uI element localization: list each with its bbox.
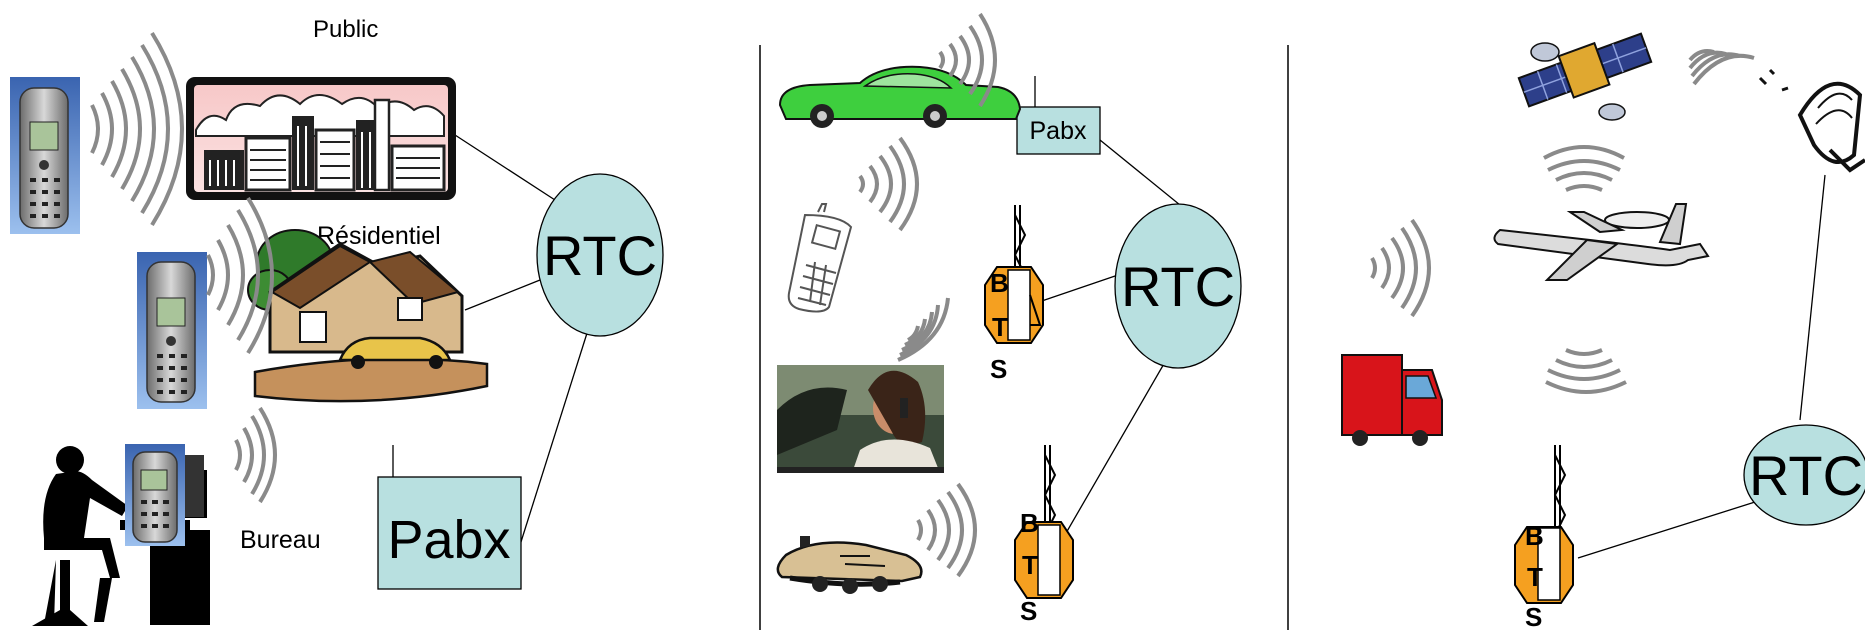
link-pabx-rtc: [519, 329, 589, 546]
radio-wave-icon-residential: [206, 196, 274, 355]
middle-panel: RTC Pabx B T S B T S: [776, 12, 1242, 626]
bts-letter-s-upper: S: [990, 354, 1007, 384]
link-bts-rtc-right: [1577, 501, 1756, 559]
cellphone-image: [787, 203, 853, 313]
pabx-label-middle: Pabx: [1030, 117, 1087, 145]
satellite-image: [1517, 32, 1653, 121]
link-pabx-rtc-mid: [1099, 139, 1181, 206]
public-label: Public: [313, 16, 378, 43]
mobile-phone-public: [10, 77, 80, 234]
office-label: Bureau: [240, 526, 321, 554]
airplane-image: [1493, 203, 1710, 281]
radio-wave-icon-train: [916, 482, 977, 578]
bts-letter-t-lower: T: [1022, 550, 1038, 580]
bts-tower-lower: B T S: [1014, 445, 1074, 626]
right-panel: RTC B T S: [1341, 32, 1865, 630]
rtc-node-right: [1743, 424, 1865, 526]
pabx-node-middle: [1016, 106, 1101, 155]
mobile-phone-office: [125, 444, 185, 546]
radio-wave-icon-truck: [1370, 218, 1431, 318]
car-image: [778, 65, 1022, 128]
mobile-phone-residential: [137, 252, 207, 409]
bts-letter-b-right: B: [1525, 521, 1544, 551]
house-image: [247, 229, 489, 403]
rtc-node-left: [536, 173, 664, 337]
link-bts-upper-rtc: [1029, 274, 1119, 306]
bts-tower-upper: B T S: [984, 205, 1044, 384]
bts-letter-b-upper: B: [990, 268, 1009, 298]
bts-letter-t-right: T: [1527, 562, 1543, 592]
radio-wave-icon-airplane-bottom: [1545, 348, 1627, 394]
bts-letter-b-lower: B: [1020, 508, 1039, 538]
city-image: [186, 77, 456, 200]
link-dish-rtc-right: [1799, 174, 1826, 421]
radio-wave-icon-office: [234, 406, 277, 504]
radio-wave-icon-airplane-top: [1543, 145, 1625, 192]
train-image: [776, 536, 923, 594]
link-residential-rtc: [464, 277, 546, 311]
bts-letter-s-right: S: [1525, 602, 1542, 630]
truck-image: [1341, 354, 1443, 446]
rtc-label-right: RTC: [1749, 444, 1863, 507]
radio-wave-icon-satellite: [1688, 49, 1755, 86]
radio-wave-icon-public: [90, 31, 184, 227]
rtc-label-middle: RTC: [1121, 255, 1235, 318]
bts-letter-s-lower: S: [1020, 596, 1037, 626]
satellite-dish-image: [1758, 68, 1865, 173]
radio-wave-icon-car: [938, 12, 997, 108]
pabx-node-left: [377, 476, 522, 590]
pabx-label-left: Pabx: [387, 510, 510, 570]
bts-letter-t-upper: T: [992, 312, 1008, 342]
radio-wave-icon-phone: [858, 136, 919, 232]
rtc-node-middle: [1114, 203, 1242, 369]
rtc-label-left: RTC: [543, 224, 657, 287]
left-panel: RTC Pabx Public Résidentiel Bureau: [10, 16, 664, 626]
link-bts-lower-rtc: [1061, 361, 1166, 541]
link-public-rtc: [454, 134, 556, 201]
bts-tower-right: B T S: [1514, 445, 1574, 630]
radio-wave-icon-driver: [897, 297, 950, 362]
driver-photo: [777, 365, 944, 473]
